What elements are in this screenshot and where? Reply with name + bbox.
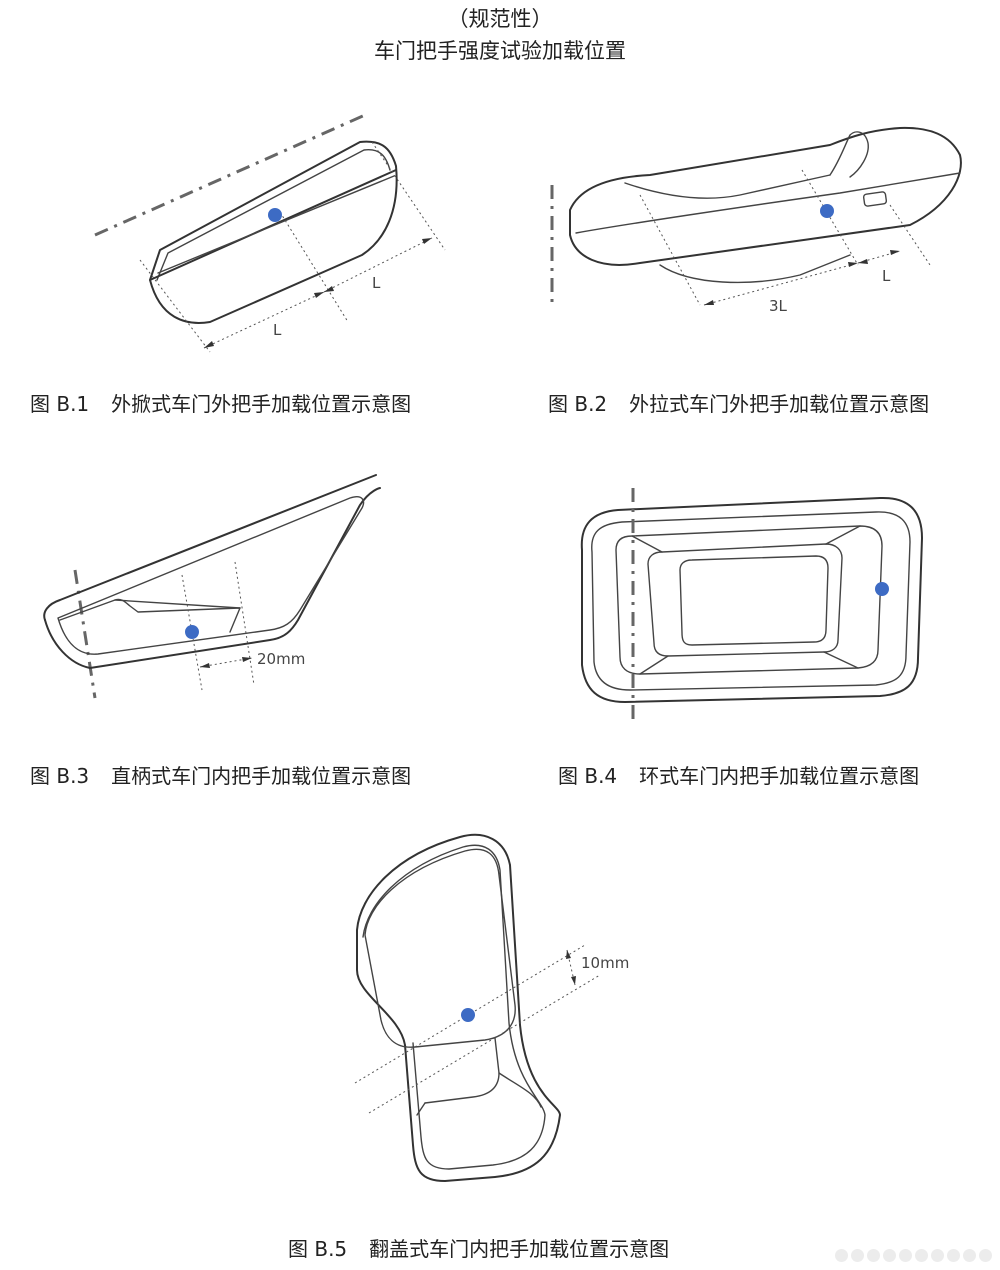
watermark-dots xyxy=(835,1249,992,1262)
dimension-label: 3L xyxy=(769,297,788,315)
centerline-axis xyxy=(94,113,366,237)
dimension-label: L xyxy=(882,267,891,285)
load-point xyxy=(820,204,834,218)
figure-number: 图 B.4 xyxy=(558,764,618,788)
dimension-lines xyxy=(181,561,255,691)
straight-handle-outline xyxy=(43,474,381,669)
load-point xyxy=(185,625,199,639)
figure-title: 直柄式车门内把手加载位置示意图 xyxy=(111,764,412,788)
dimension-lines xyxy=(354,944,601,1114)
ring-handle-outline xyxy=(580,496,923,703)
figure-b1-diagram: L L xyxy=(94,113,446,353)
figure-b1-caption: 图 B.1 外掀式车门外把手加载位置示意图 xyxy=(30,388,411,417)
dimension-lines xyxy=(139,141,446,353)
dimension-label: L xyxy=(372,274,381,292)
page-title: 车门把手强度试验加载位置 xyxy=(374,39,626,63)
figure-b5-caption: 图 B.5 翻盖式车门内把手加载位置示意图 xyxy=(288,1233,669,1262)
dimension-lines xyxy=(639,169,931,306)
figure-b3-diagram: 20mm xyxy=(43,474,381,699)
flip-handle-outline xyxy=(356,833,561,1182)
dimension-label: 20mm xyxy=(257,650,305,668)
figure-number: 图 B.3 xyxy=(30,764,90,788)
figure-b4-caption: 图 B.4 环式车门内把手加载位置示意图 xyxy=(558,760,919,789)
figure-number: 图 B.1 xyxy=(30,392,90,416)
figure-title: 外拉式车门外把手加载位置示意图 xyxy=(629,392,930,416)
figure-number: 图 B.2 xyxy=(548,392,608,416)
figure-number: 图 B.5 xyxy=(288,1237,348,1261)
dimension-label: L xyxy=(273,321,282,339)
figure-b2-caption: 图 B.2 外拉式车门外把手加载位置示意图 xyxy=(548,388,929,417)
figure-b5-diagram: 10mm xyxy=(354,833,629,1182)
figure-title: 翻盖式车门内把手加载位置示意图 xyxy=(369,1237,670,1261)
load-point xyxy=(268,208,282,222)
figure-b3-caption: 图 B.3 直柄式车门内把手加载位置示意图 xyxy=(30,760,411,789)
figure-title: 外掀式车门外把手加载位置示意图 xyxy=(111,392,412,416)
load-point xyxy=(461,1008,475,1022)
figure-b2-diagram: 3L L xyxy=(550,126,962,315)
figure-title: 环式车门内把手加载位置示意图 xyxy=(639,764,920,788)
pull-handle-outline xyxy=(569,126,962,284)
figure-b4-diagram xyxy=(580,488,923,726)
centerline-axis xyxy=(73,569,97,699)
dimension-label: 10mm xyxy=(581,954,629,972)
annex-note: （规范性） xyxy=(447,7,553,31)
load-point xyxy=(875,582,889,596)
flush-handle-outline xyxy=(149,140,398,324)
